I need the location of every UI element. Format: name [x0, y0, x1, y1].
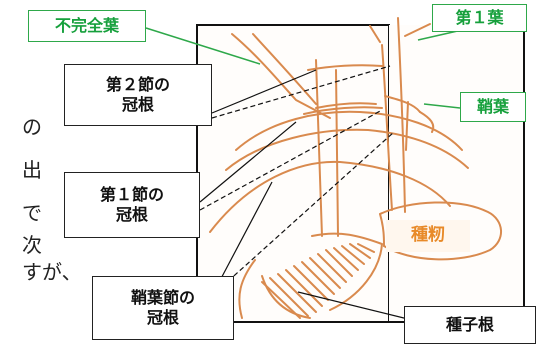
label-seminal-root-text: 種子根 — [445, 315, 494, 334]
leader-seminal-root — [297, 291, 413, 321]
incomplete-leaf-stroke — [231, 33, 331, 119]
label-coleoptile-node-line2: 冠根 — [146, 308, 179, 327]
label-node2-line2: 冠根 — [121, 95, 154, 114]
coleoptile-stroke — [384, 95, 421, 113]
bg-text-line-3: で — [22, 201, 42, 225]
label-node2-crown-root: 第２節の 冠根 — [64, 64, 212, 126]
label-node1-line2: 冠根 — [115, 205, 148, 224]
coleoptile-node-root-arc — [209, 160, 451, 233]
label-incomplete-leaf: 不完全葉 — [28, 10, 146, 42]
node2-root — [307, 64, 383, 71]
label-grain: 種籾 — [386, 220, 470, 252]
label-first-leaf-text: 第１葉 — [455, 8, 504, 27]
stem-left — [315, 59, 323, 237]
sketch-frame-right — [389, 25, 524, 322]
leader-node1-solid — [199, 121, 297, 203]
bg-text-line-2: 出 — [22, 158, 42, 182]
label-seminal-root: 種子根 — [404, 306, 536, 344]
node1-root-arc — [235, 110, 463, 151]
label-node1-crown-root: 第１節の 冠根 — [64, 172, 200, 238]
bg-text-line-4: 次 — [22, 233, 42, 257]
leader-node2-dashed — [211, 65, 391, 119]
sketch-frame — [196, 24, 390, 323]
label-node2-line1: 第２節の — [105, 75, 170, 94]
stem-right — [335, 69, 339, 237]
bg-text-line-1: の — [22, 115, 42, 139]
label-incomplete-leaf-text: 不完全葉 — [54, 16, 119, 35]
label-coleoptile: 鞘葉 — [460, 92, 526, 122]
seminal-root-hatch — [261, 281, 301, 319]
leader-node1-dashed — [199, 109, 383, 211]
label-coleoptile-node-crown-root: 鞘葉節の 冠根 — [92, 276, 234, 340]
grain-outline — [379, 201, 502, 261]
label-coleoptile-text: 鞘葉 — [476, 97, 509, 116]
leader-coleoptile-node-solid — [215, 181, 273, 289]
label-grain-text: 種籾 — [411, 225, 445, 246]
label-first-leaf: 第１葉 — [432, 4, 527, 32]
leader-node2-solid — [211, 69, 317, 114]
leader-incomplete-leaf — [145, 27, 261, 65]
bg-text-line-5: すが、 — [22, 260, 82, 284]
leader-coleoptile — [423, 103, 461, 109]
first-leaf-stroke — [381, 44, 393, 211]
label-coleoptile-node-line1: 鞘葉節の — [130, 288, 195, 307]
label-node1-line1: 第１節の — [99, 185, 164, 204]
